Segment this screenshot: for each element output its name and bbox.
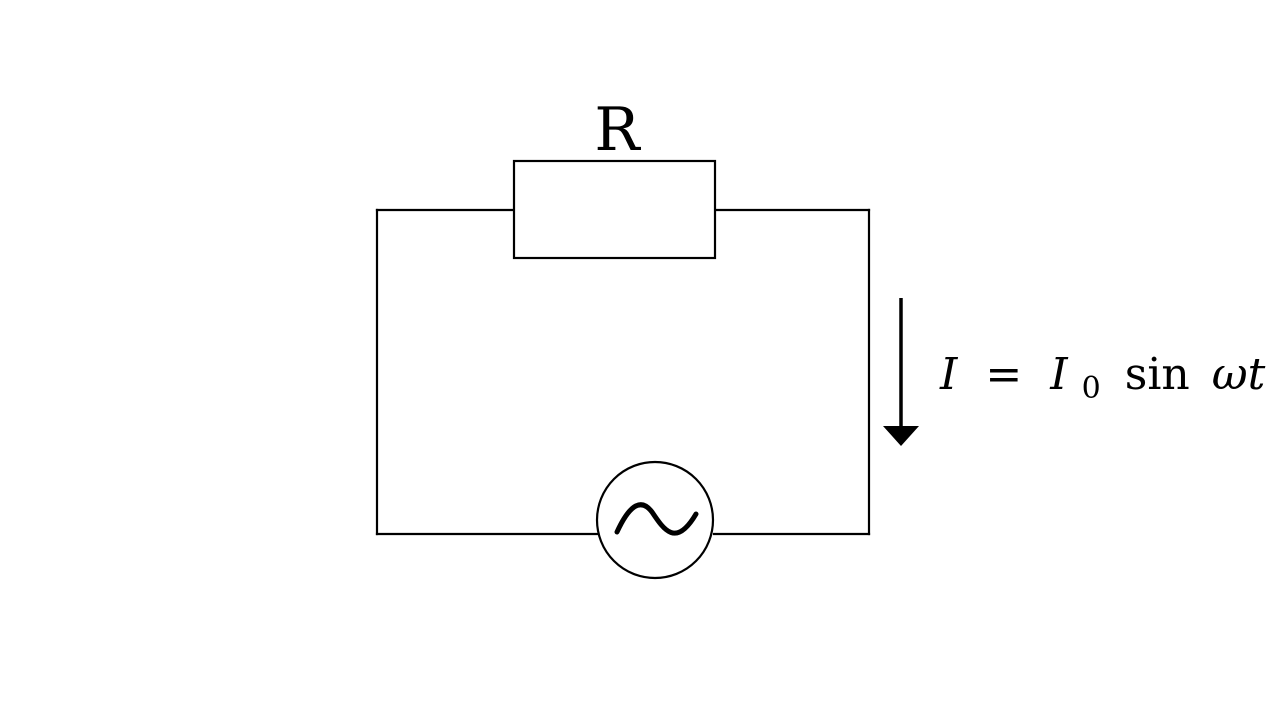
equation-equals: = [985,349,1022,400]
resistor-label: R [594,95,641,165]
resistor-symbol [512,159,717,260]
current-equation: I = I 0 sin ωt [939,349,1266,409]
equation-argument: ωt [1212,349,1266,400]
arrow-head [883,426,919,446]
equation-function: sin [1125,349,1190,400]
equation-lhs: I [939,349,959,400]
equation-amplitude: I [1049,349,1069,400]
circuit-wires [375,208,871,536]
ac-source-sine-icon [595,460,715,580]
equation-amplitude-subscript: 0 [1082,371,1101,406]
sine-wave-icon [614,502,699,536]
current-direction-arrow-icon [883,298,919,446]
